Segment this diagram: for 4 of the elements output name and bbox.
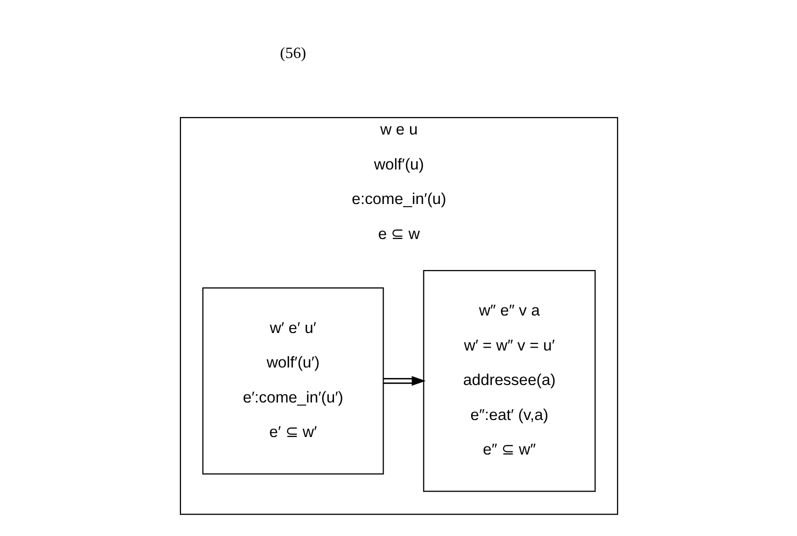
node-box: w′ e′ u′ wolf′(u′) e′:come_in′(u′) e′ ⊆ w′	[202, 287, 384, 474]
node-box: w″ e″ v a w′ = w″ v = u′ addressee(a) e″:eat′ (v,a) e″ ⊆ w″	[422, 270, 596, 492]
label: (56)	[280, 44, 306, 62]
arrow	[382, 376, 426, 386]
